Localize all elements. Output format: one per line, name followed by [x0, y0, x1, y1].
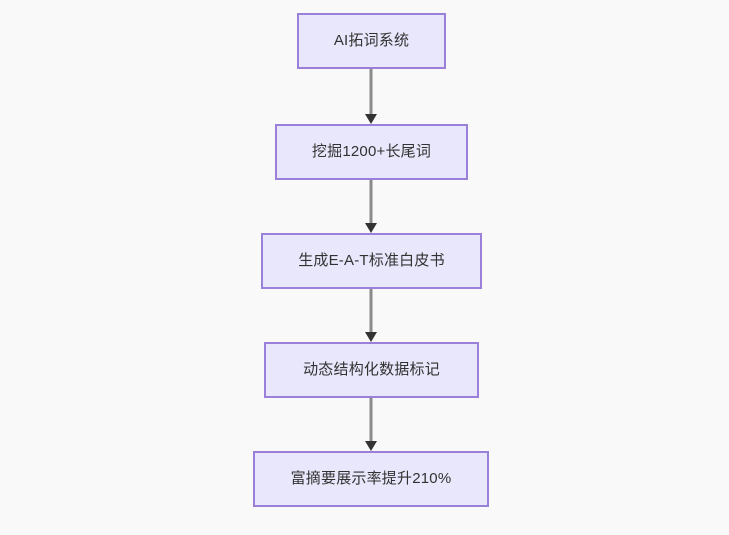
flow-node-2[interactable]: 挖掘1200+长尾词 — [275, 124, 468, 180]
connector-node-1-to-node-2 — [365, 69, 377, 124]
flow-node-label: 富摘要展示率提升210% — [290, 470, 452, 487]
flow-node-1[interactable]: AI拓词系统 — [297, 13, 446, 69]
arrowhead-icon — [365, 332, 377, 342]
flow-node-label: AI拓词系统 — [333, 32, 410, 49]
flow-node-5[interactable]: 富摘要展示率提升210% — [253, 451, 489, 507]
connector-node-3-to-node-4 — [365, 289, 377, 342]
arrowhead-icon — [365, 114, 377, 124]
flow-node-label: 挖掘1200+长尾词 — [311, 143, 432, 160]
connector-node-2-to-node-3 — [365, 180, 377, 233]
flow-node-3[interactable]: 生成E-A-T标准白皮书 — [261, 233, 482, 289]
arrowhead-icon — [365, 441, 377, 451]
connector-node-4-to-node-5 — [365, 398, 377, 451]
flow-node-label: 动态结构化数据标记 — [303, 361, 440, 378]
flow-node-4[interactable]: 动态结构化数据标记 — [264, 342, 479, 398]
arrowhead-icon — [365, 223, 377, 233]
flow-node-label: 生成E-A-T标准白皮书 — [298, 252, 445, 269]
